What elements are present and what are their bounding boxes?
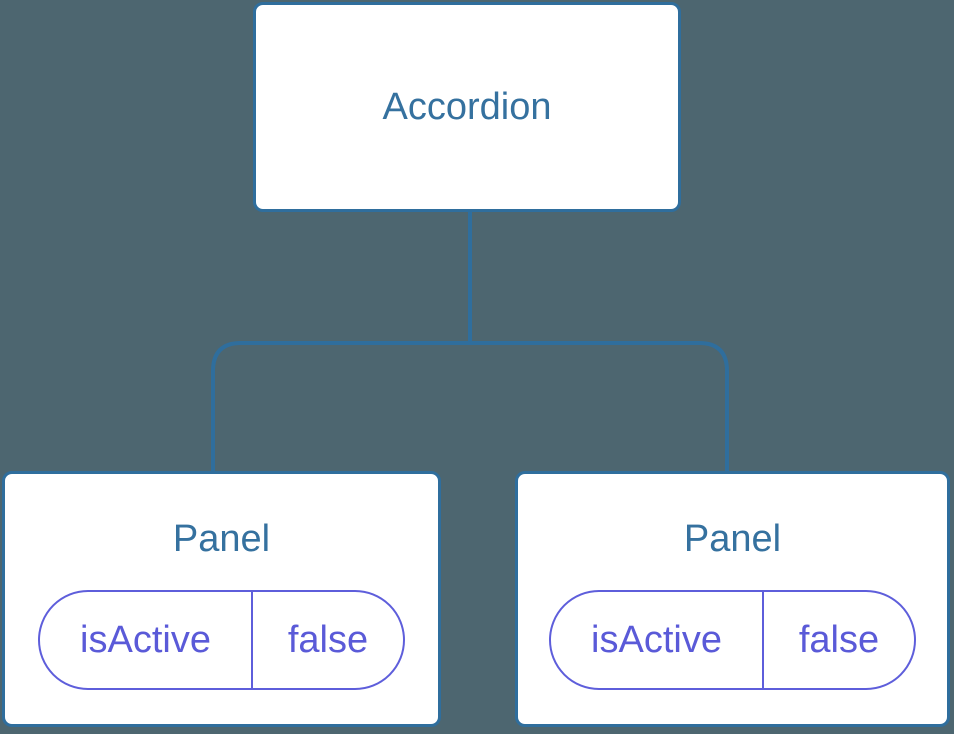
state-name: isActive — [591, 618, 722, 661]
state-pill: isActive false — [549, 590, 916, 690]
accordion-label: Accordion — [382, 86, 552, 128]
state-name: isActive — [80, 618, 211, 661]
state-pill: isActive false — [38, 590, 405, 690]
branch-bracket-line — [211, 341, 729, 472]
panel-label: Panel — [683, 518, 782, 560]
panel-node-right: Panel isActive false — [515, 471, 950, 727]
state-value: false — [762, 592, 914, 688]
accordion-node: Accordion — [253, 2, 681, 212]
panel-label: Panel — [172, 518, 271, 560]
state-value: false — [251, 592, 403, 688]
panel-node-left: Panel isActive false — [2, 471, 441, 727]
